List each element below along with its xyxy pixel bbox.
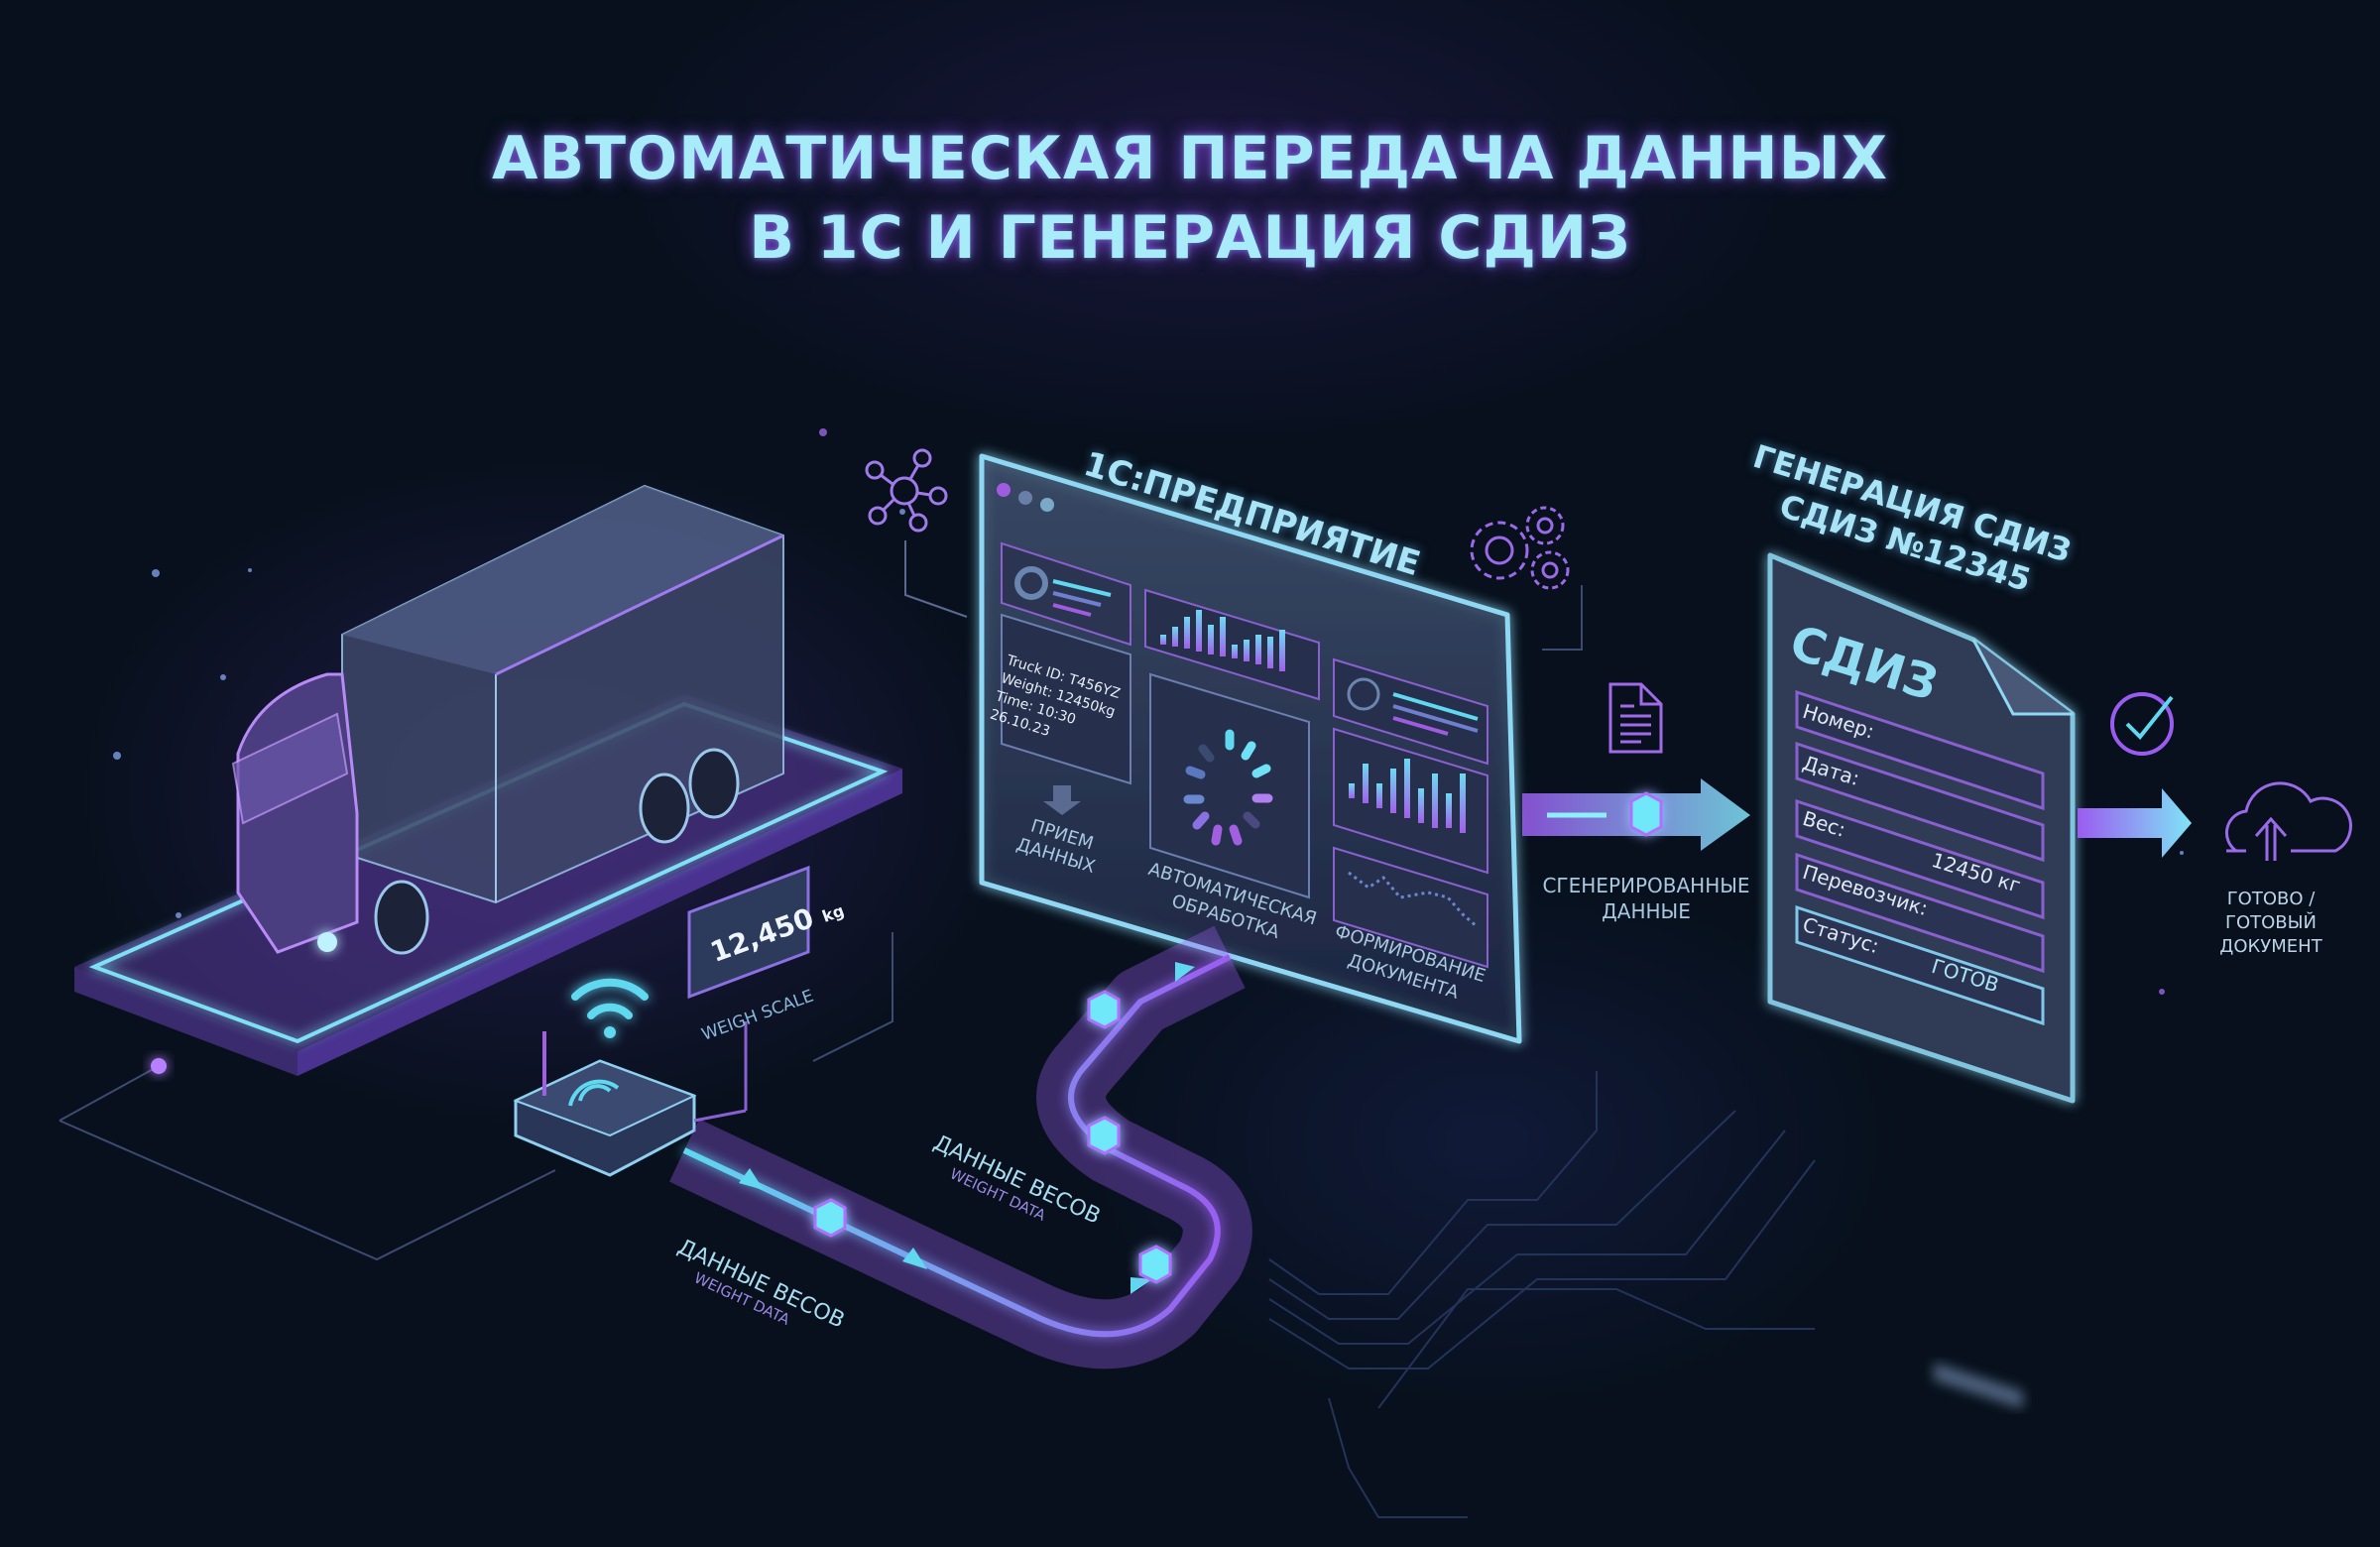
title-line-1: АВТОМАТИЧЕСКАЯ ПЕРЕДАЧА ДАННЫХ xyxy=(491,124,1889,193)
truck-icon xyxy=(231,484,784,955)
loading-spinner-icon xyxy=(1183,729,1273,846)
sdiz-document xyxy=(1767,552,2076,1409)
page-title: АВТОМАТИЧЕСКАЯ ПЕРЕДАЧА ДАННЫХ В 1С И ГЕ… xyxy=(0,119,2380,278)
base-frame xyxy=(59,932,893,1261)
node-dot xyxy=(151,1058,167,1074)
down-arrow-icon xyxy=(1043,785,1081,815)
wifi-router xyxy=(513,1021,748,1177)
done-label: ГОТОВО / ГОТОВЫЙ ДОКУМЕНТ xyxy=(2219,889,2322,957)
clock-icon xyxy=(1347,677,1380,711)
wifi-icon xyxy=(571,978,649,1038)
check-circle-icon xyxy=(2110,692,2174,756)
enterprise-window xyxy=(979,453,1522,1044)
cloud-upload-icon xyxy=(2225,781,2352,861)
circuit-lines xyxy=(1268,1071,1816,1518)
generated-data-arrow xyxy=(1522,778,1750,851)
gears-icon xyxy=(1470,506,1583,651)
document-icon xyxy=(1608,682,1663,754)
ready-arrow xyxy=(2078,788,2192,858)
data-flow-path xyxy=(669,925,1252,1369)
generated-data-label: СГЕНЕРИРОВАННЫЕ ДАННЫЕ xyxy=(1542,874,1750,923)
title-line-2: В 1С И ГЕНЕРАЦИЯ СДИЗ xyxy=(749,203,1631,273)
network-icon xyxy=(865,448,968,618)
scale-display xyxy=(687,865,810,1000)
stars xyxy=(113,428,2184,995)
